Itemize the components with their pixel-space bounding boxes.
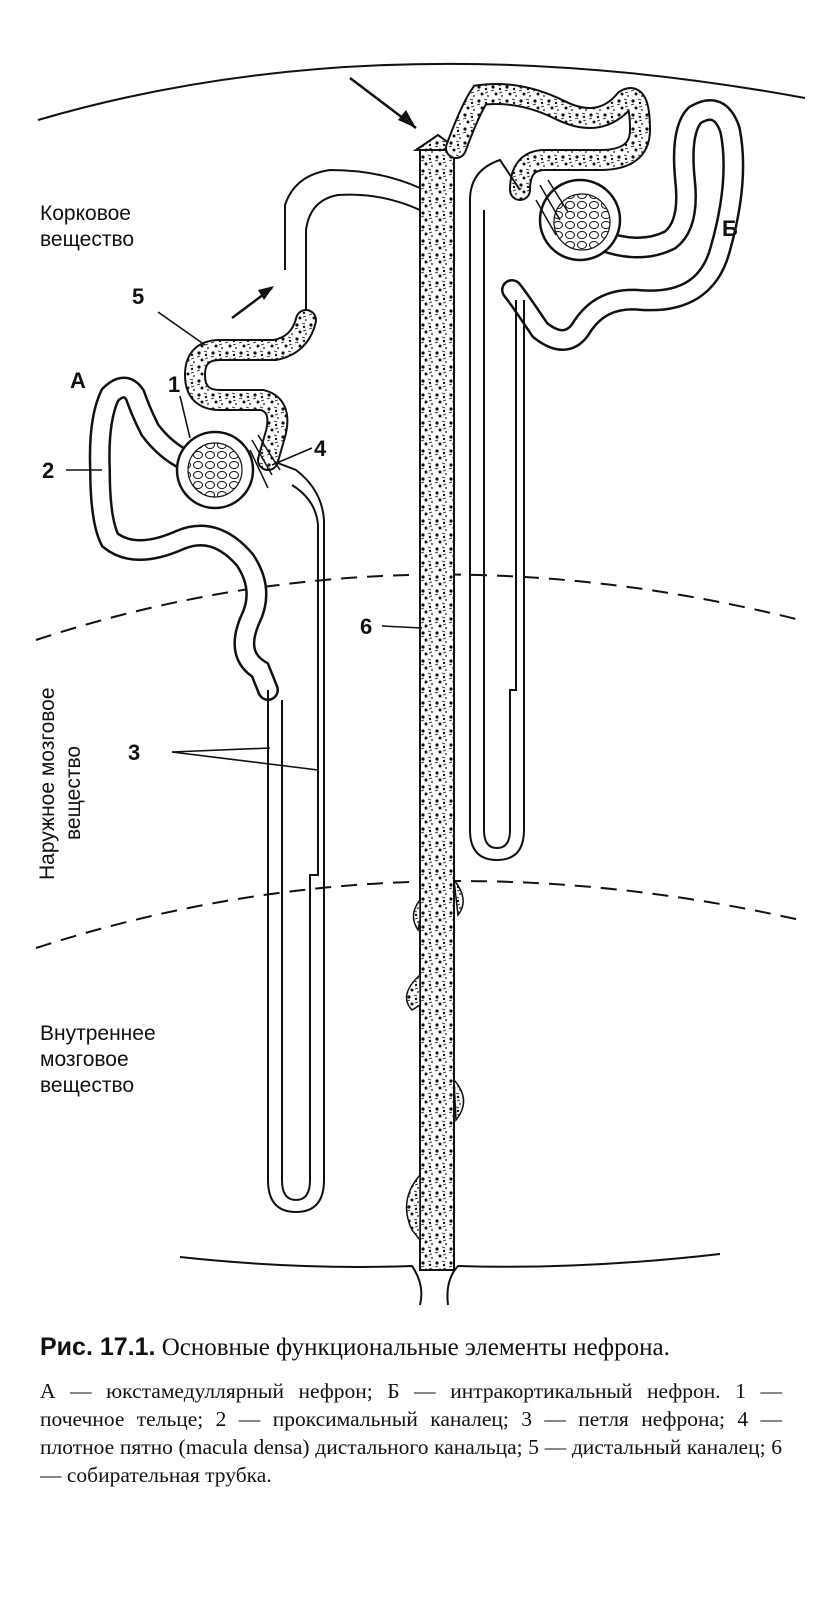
figure-title: Основные функциональные элементы нефрона…: [161, 1334, 670, 1361]
nephron-a: [88, 309, 325, 1214]
label-2: 2: [42, 458, 54, 483]
label-4: 4: [314, 436, 327, 461]
outer-inner-medulla-boundary: [35, 880, 801, 949]
caption-legend: А — юкстамедуллярный нефрон; Б — интрако…: [40, 1379, 782, 1487]
collecting-duct: [240, 133, 465, 1272]
inner-medulla-label-line1: Внутреннее: [40, 1022, 156, 1045]
caption-title: Рис. 17.1. Основные функциональные элеме…: [40, 1330, 782, 1365]
cortex-medulla-boundary: [35, 573, 801, 641]
inflow-arrow-top: [349, 77, 417, 129]
macula-densa-a: [249, 434, 281, 489]
cortex-label: Корковое вещество: [40, 202, 137, 251]
label-nephron-b: Б: [722, 216, 738, 241]
label-leaders: [66, 311, 423, 771]
flow-arrow-5: [231, 286, 274, 319]
label-6: 6: [360, 614, 372, 639]
outer-medulla-label-line2: вещество: [62, 746, 85, 840]
label-3: 3: [128, 740, 140, 765]
inner-medulla-label: Внутреннее мозговое вещество: [40, 1022, 161, 1097]
outer-medulla-label: Наружное мозговое вещество: [36, 682, 85, 880]
figure-caption: Рис. 17.1. Основные функциональные элеме…: [40, 1330, 782, 1489]
figure-number: Рис. 17.1.: [40, 1333, 156, 1361]
label-nephron-a: А: [70, 368, 86, 393]
label-1: 1: [168, 372, 180, 397]
nephron-b: [445, 83, 745, 862]
connecting-tubule-a: [284, 168, 421, 270]
loop-of-henle-b: [469, 200, 525, 862]
nephron-diagram: Корковое вещество Наружное мозговое веще…: [35, 62, 806, 1306]
loop-of-henle-a: [267, 461, 325, 1214]
inner-medulla-label-line2: мозговое: [40, 1048, 129, 1071]
label-5: 5: [132, 284, 144, 309]
papilla-boundary: [179, 1253, 721, 1306]
outer-medulla-label-line1: Наружное мозговое: [36, 687, 59, 880]
inner-medulla-label-line3: вещество: [40, 1074, 134, 1097]
cortex-label-line1: Корковое: [40, 202, 131, 225]
macula-densa-b: [535, 179, 569, 236]
cortex-outer-boundary: [37, 62, 806, 121]
cortex-label-line2: вещество: [40, 228, 134, 251]
